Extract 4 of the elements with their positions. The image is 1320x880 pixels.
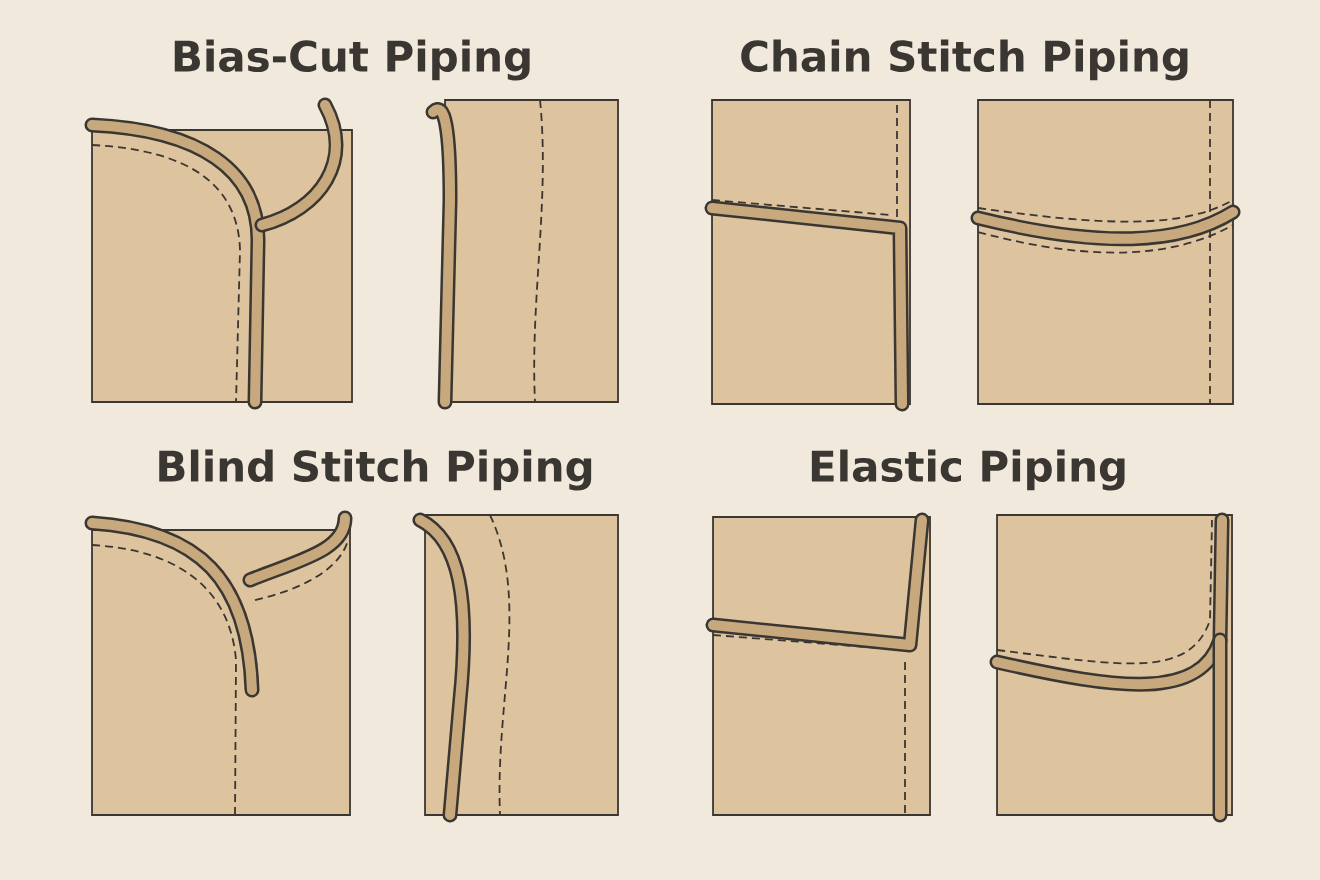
heading: Elastic Piping xyxy=(811,449,1125,491)
heading: Blind Stitch Piping xyxy=(159,449,592,491)
heading: Bias-Cut Piping xyxy=(174,39,530,81)
heading: Chain Stitch Piping xyxy=(741,39,1188,81)
